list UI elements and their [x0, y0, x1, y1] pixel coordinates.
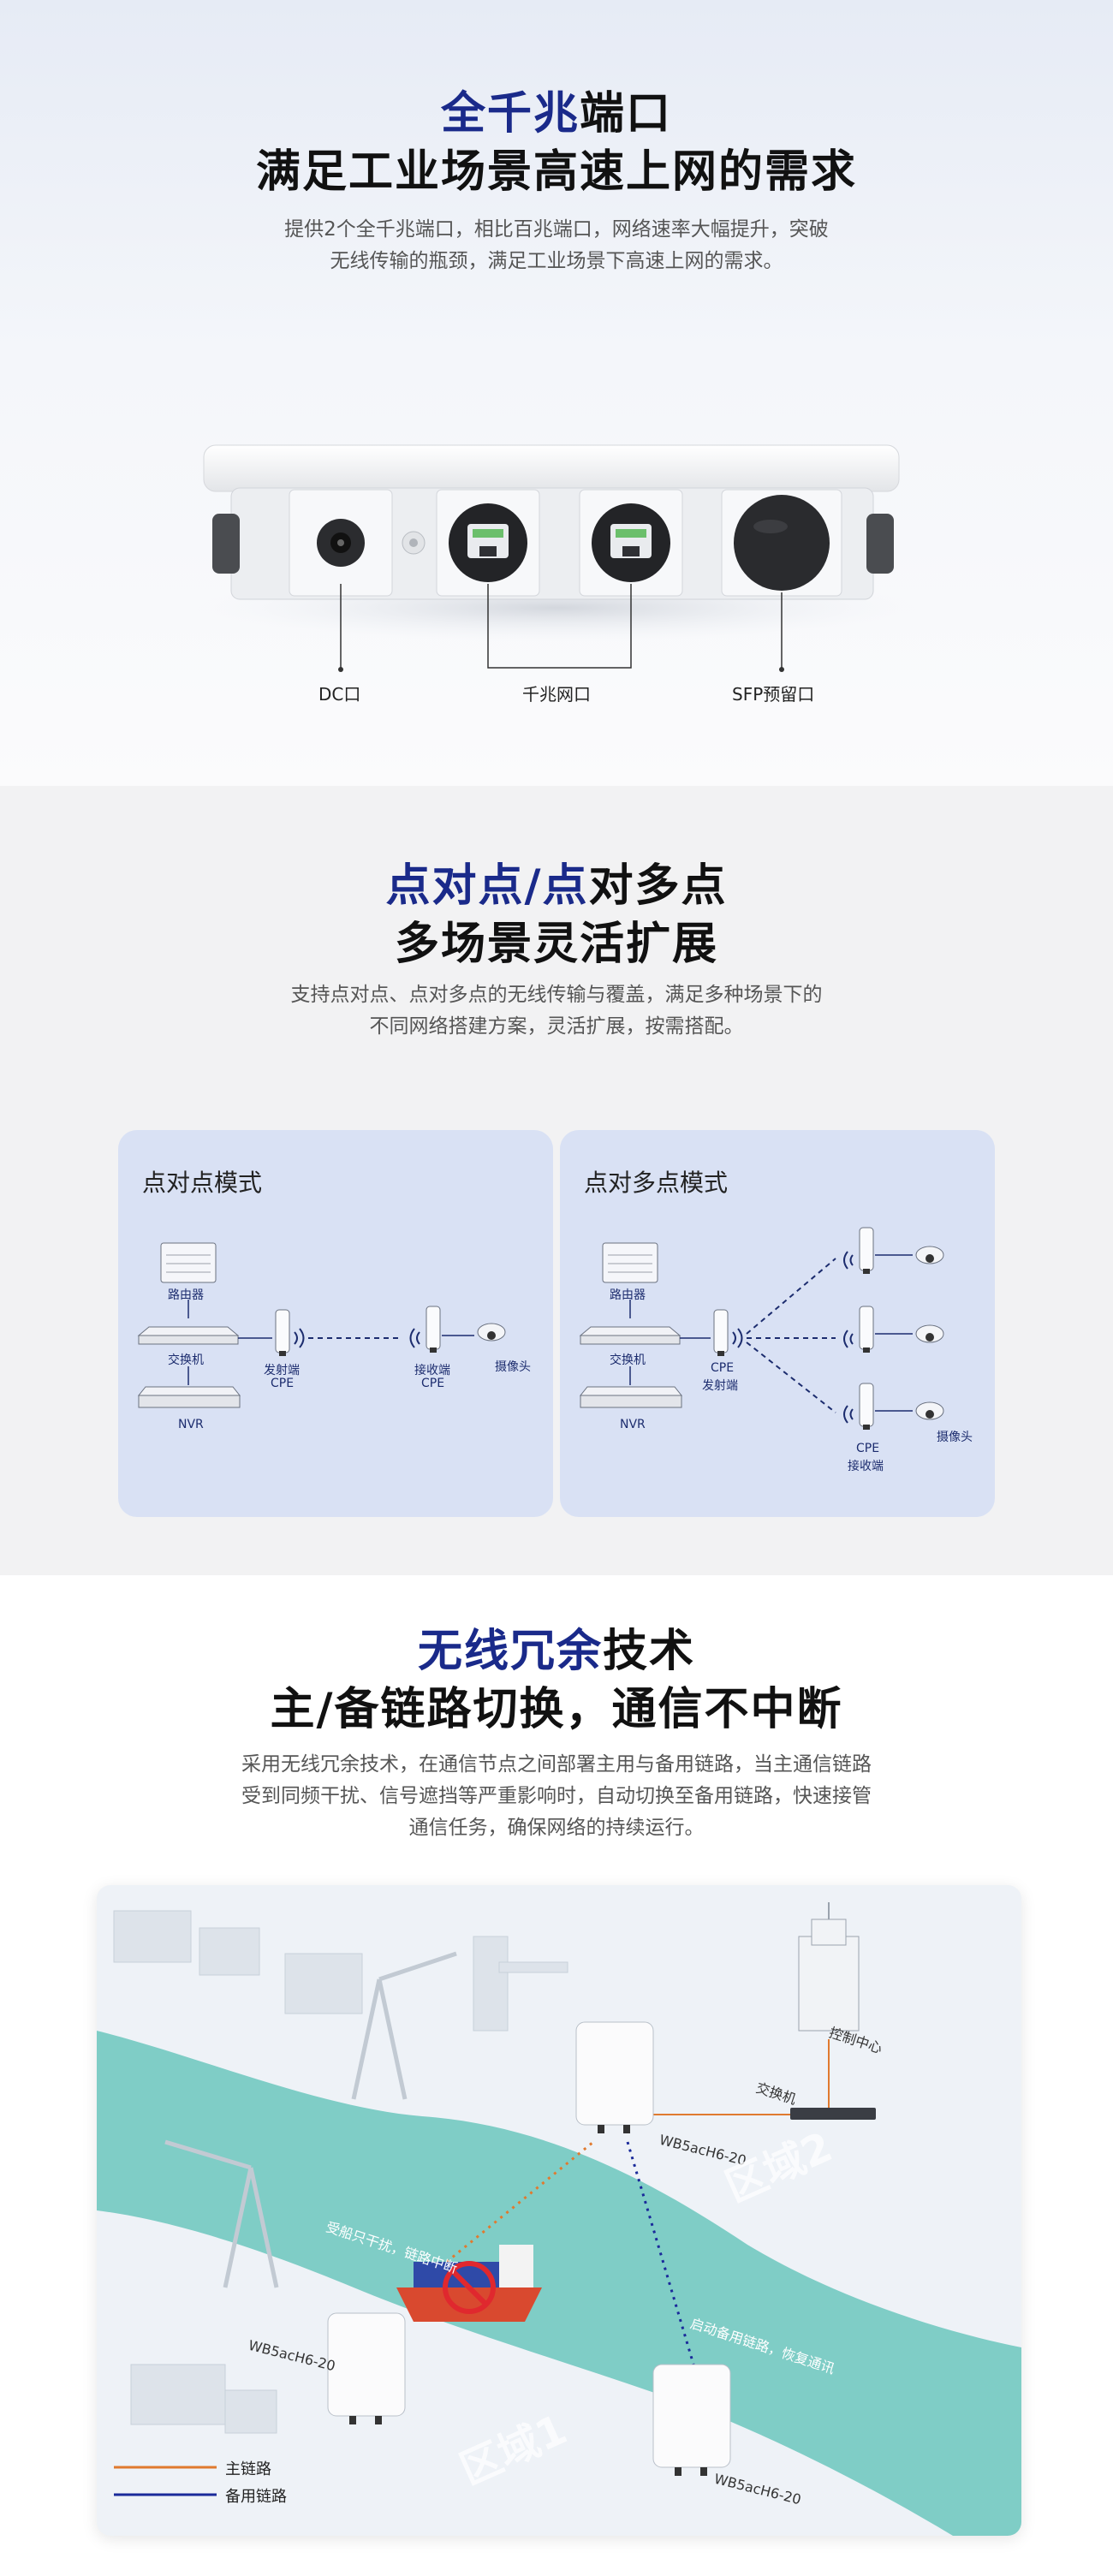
p2p-rx-label-2: CPE — [421, 1377, 445, 1390]
p2p-camera-label: 摄像头 — [495, 1360, 531, 1374]
p2p-mode-card: 点对点模式 路由器 交换机 NVR 发射端 CPE 接收端 — [118, 1130, 553, 1517]
p2p-mode-title: 点对点模式 — [142, 1169, 263, 1197]
section3-desc-line1: 采用无线冗余技术，在通信节点之间部署主用与备用链路，当主通信链路 — [241, 1753, 872, 1776]
p2p-router-label: 路由器 — [168, 1288, 204, 1302]
legend-main-link: 主链路 — [225, 2460, 271, 2478]
section3-title-line2: 主/备链路切换，通信不中断 — [270, 1684, 843, 1735]
cpe-device-bottom-image — [197, 444, 916, 672]
p2p-tx-label-1: 发射端 — [264, 1364, 300, 1377]
section2-desc-line1: 支持点对点、点对多点的无线传输与覆盖，满足多种场景下的 — [290, 984, 823, 1006]
p2mp-rx-label-2: 接收端 — [848, 1460, 884, 1473]
dc-port-label: DC口 — [318, 684, 361, 705]
section2-title-line1: 点对点/点对多点 — [385, 860, 728, 912]
p2p-switch-label: 交换机 — [168, 1353, 204, 1367]
p2mp-mode-card: 点对多点模式 — [560, 1130, 995, 1517]
section3-desc-line2: 受到同频干扰、信号遮挡等严重影响时，自动切换至备用链路，快速接管 — [241, 1785, 872, 1807]
p2p-rx-label-1: 接收端 — [414, 1364, 450, 1377]
section1-desc-line2: 无线传输的瓶颈，满足工业场景下高速上网的需求。 — [330, 250, 783, 272]
gigabit-port-label: 千兆网口 — [522, 684, 591, 705]
section2-title-line2: 多场景灵活扩展 — [394, 919, 718, 970]
p2mp-nvr-label: NVR — [620, 1418, 646, 1431]
sfp-port-label: SFP预留口 — [732, 684, 815, 705]
p2mp-diagram — [579, 1227, 944, 1430]
p2p-diagram — [137, 1242, 506, 1408]
p2p-nvr-label: NVR — [178, 1418, 204, 1431]
section3-desc-line3: 通信任务，确保网络的持续运行。 — [408, 1817, 705, 1839]
p2mp-switch-label: 交换机 — [610, 1353, 646, 1367]
section1-title-line2: 满足工业场景高速上网的需求 — [255, 146, 857, 198]
p2mp-tx-label-1: CPE — [711, 1361, 735, 1375]
p2p-tx-label-2: CPE — [271, 1377, 295, 1390]
section3-title-line1: 无线冗余技术 — [417, 1626, 696, 1677]
p2mp-mode-title: 点对多点模式 — [584, 1169, 729, 1197]
p2mp-camera-label: 摄像头 — [937, 1431, 973, 1444]
p2mp-tx-label-2: 发射端 — [702, 1379, 738, 1393]
section2-desc-line2: 不同网络搭建方案，灵活扩展，按需搭配。 — [369, 1015, 744, 1038]
legend-backup-link: 备用链路 — [225, 2488, 287, 2506]
p2mp-rx-label-1: CPE — [856, 1442, 880, 1455]
section-gigabit-ports: 全千兆端口 满足工业场景高速上网的需求 提供2个全千兆端口，相比百兆端口，网络速… — [0, 0, 1113, 786]
section1-desc-line1: 提供2个全千兆端口，相比百兆端口，网络速率大幅提升，突破 — [284, 218, 829, 241]
redundancy-scene: 控制中心 交换机 WB5acH6-20 WB5acH6-20 WB5acH6-2… — [97, 1885, 1021, 2536]
section1-title-line1: 全千兆端口 — [440, 88, 673, 140]
redundancy-scene-illustration — [97, 1902, 1021, 2536]
p2mp-router-label: 路由器 — [610, 1288, 646, 1302]
